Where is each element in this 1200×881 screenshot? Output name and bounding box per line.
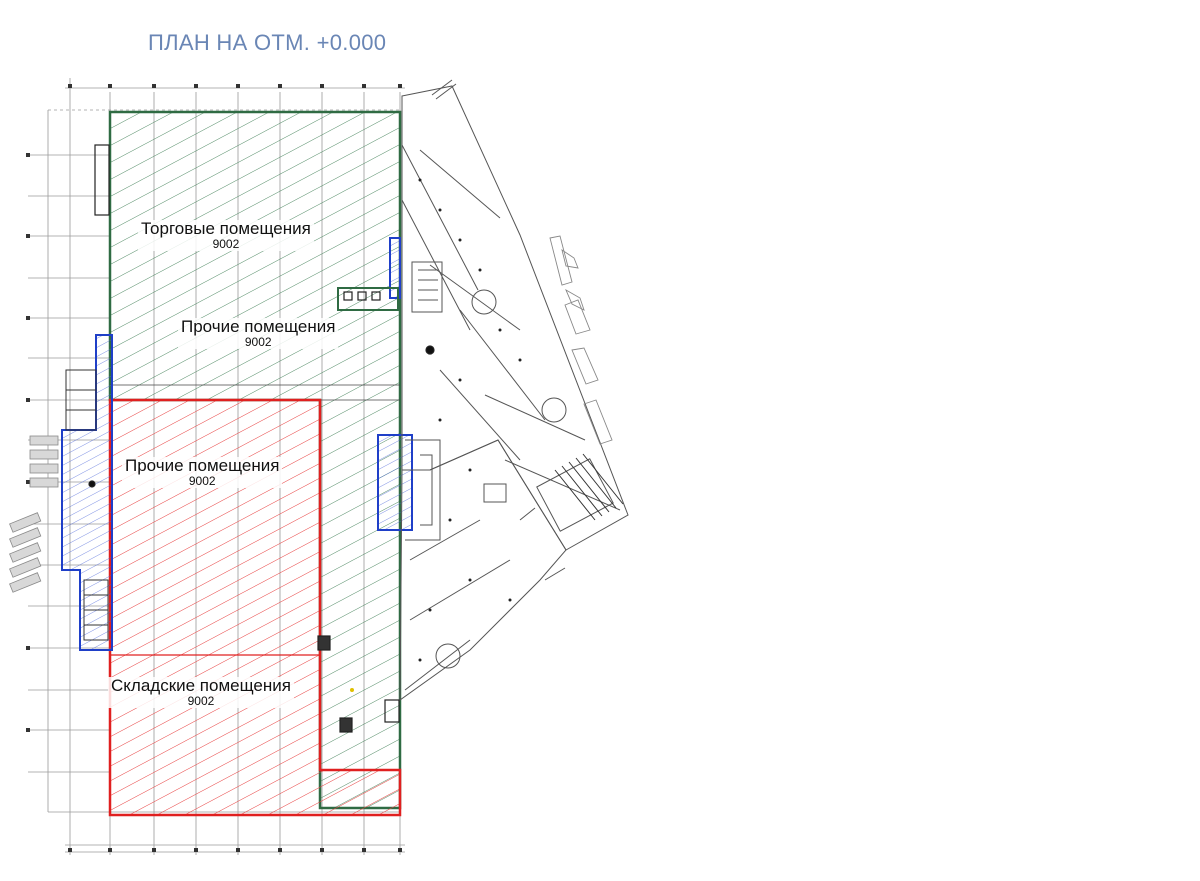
zone-name: Складские помещения bbox=[111, 676, 291, 695]
zone-label-other-upper: Прочие помещения 9002 bbox=[178, 317, 339, 349]
zone-label-trade: Торговые помещения 9002 bbox=[138, 220, 314, 251]
plan-title: ПЛАН НА ОТМ. +0.000 bbox=[148, 30, 387, 55]
zone-label-storage: Складские помещения 9002 bbox=[108, 677, 294, 708]
zone-label-other-lower: Прочие помещения 9002 bbox=[122, 456, 283, 488]
zone-code: 9002 bbox=[212, 237, 240, 251]
auxiliary-rooms bbox=[61, 237, 413, 651]
zone-code: 9002 bbox=[188, 474, 216, 488]
parking-stalls bbox=[549, 235, 613, 445]
dimension-ticks bbox=[26, 84, 402, 852]
zone-name: Прочие помещения bbox=[181, 317, 336, 336]
angled-wing bbox=[399, 85, 629, 701]
zone-code: 9002 bbox=[187, 694, 215, 708]
loading-docks bbox=[9, 435, 59, 593]
zone-name: Прочие помещения bbox=[125, 456, 280, 475]
column-dots bbox=[350, 178, 522, 692]
storage-area bbox=[108, 398, 402, 817]
zone-name: Торговые помещения bbox=[141, 219, 311, 238]
equipment-blocks bbox=[88, 144, 435, 733]
service-strip bbox=[65, 369, 109, 641]
zone-code: 9002 bbox=[244, 335, 272, 349]
compass-marks bbox=[431, 79, 566, 581]
